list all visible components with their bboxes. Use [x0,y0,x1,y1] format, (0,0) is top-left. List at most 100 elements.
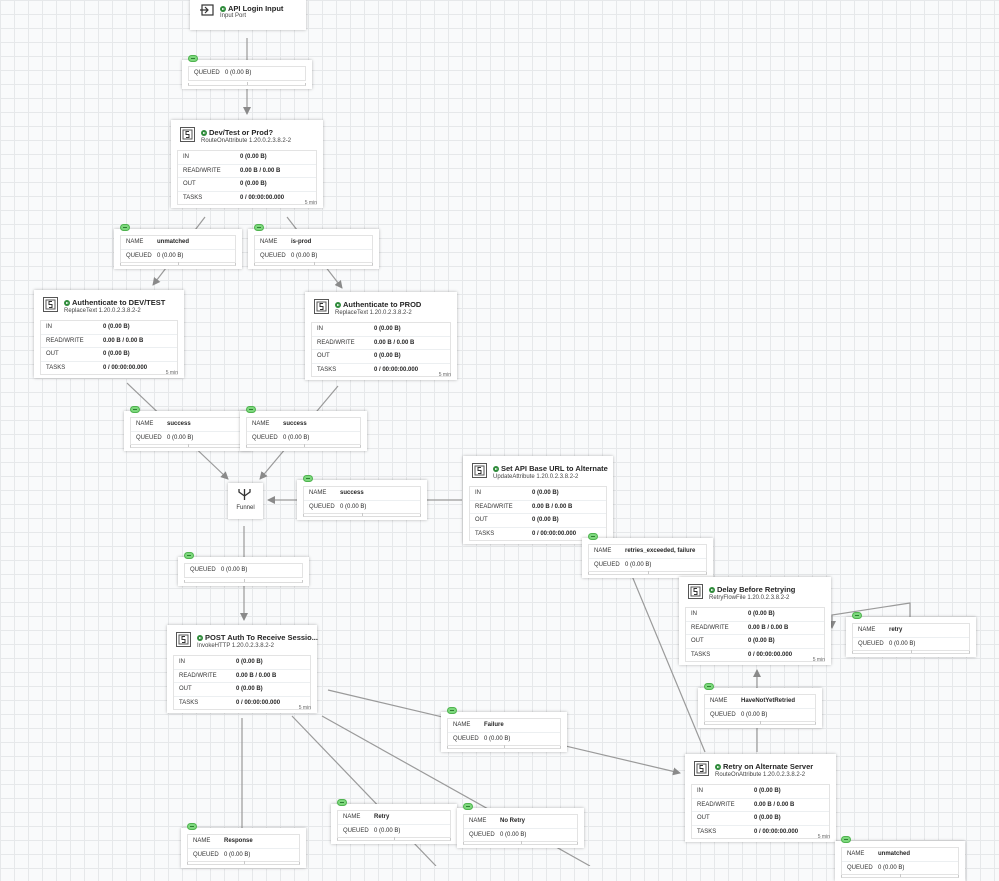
read-write-label: READ/WRITE [317,339,355,346]
queued-label: QUEUED [710,711,736,718]
name-label: NAME [453,722,471,728]
queued-value: 0 (0.00 B) [224,851,251,858]
queue-bar [588,571,707,575]
input-port-type: Input Port [220,13,247,19]
name-label: NAME [594,548,612,554]
queued-value: 0 (0.00 B) [878,864,905,871]
processor-authenticate-prod[interactable]: Authenticate to PROD ReplaceText 1.20.0.… [305,292,457,380]
connection-name: Failure [484,722,504,728]
processor-title: Delay Before Retrying [709,585,795,594]
processor-dev-test-or-prod[interactable]: Dev/Test or Prod? RouteOnAttribute 1.20.… [171,120,323,208]
funnel-icon [238,489,251,500]
out-value: 0 (0.00 B) [754,815,781,821]
processor-title: POST Auth To Receive Sessio... [197,633,318,642]
funnel[interactable]: Funnel [228,483,263,519]
tasks-label: TASKS [179,699,199,706]
queued-value: 0 (0.00 B) [167,434,194,441]
queue-bar [704,721,816,725]
connection-badge [303,475,313,482]
out-label: OUT [183,181,196,187]
read-write-label: READ/WRITE [691,624,729,631]
tasks-value: 0 / 00:00:00.000 [532,530,577,537]
out-value: 0 (0.00 B) [236,686,263,692]
queued-value: 0 (0.00 B) [340,503,367,510]
queued-label: QUEUED [193,851,219,858]
stats-window: 5 min [298,705,311,711]
processor-icon [43,297,58,312]
processor-icon [314,299,329,314]
read-write-label: READ/WRITE [179,672,217,679]
processor-post-auth[interactable]: POST Auth To Receive Sessio... InvokeHTT… [167,625,318,713]
queue-bar [246,444,361,448]
connection-name: success [167,421,191,427]
running-icon [493,466,499,472]
input-port-icon [200,4,214,16]
stats-window: 5 min [304,200,317,206]
processor-authenticate-dev-test[interactable]: Authenticate to DEV/TEST ReplaceText 1.2… [34,290,184,378]
processor-title: Dev/Test or Prod? [201,128,273,137]
queued-value: 0 (0.00 B) [500,831,527,838]
processor-type: InvokeHTTP 1.20.0.2.3.8.2-2 [197,643,274,649]
name-label: NAME [193,838,211,844]
connection-badge [130,406,140,413]
queue-bar [130,444,246,448]
connection-badge [704,683,714,690]
queued-value: 0 (0.00 B) [283,434,310,441]
out-value: 0 (0.00 B) [532,517,559,523]
connection-success-dev[interactable]: NAME success QUEUED 0 (0.00 B) [124,406,252,451]
tasks-value: 0 / 00:00:00.000 [103,364,148,371]
read-write-value: 0.00 B / 0.00 B [754,801,795,808]
queued-value: 0 (0.00 B) [889,640,916,647]
processor-set-api-base-url[interactable]: Set API Base URL to Alternate UpdateAttr… [463,456,613,544]
queue-bar [852,650,970,654]
processor-icon [472,463,487,478]
queued-value: 0 (0.00 B) [291,252,318,259]
processor-type: RouteOnAttribute 1.20.0.2.3.8.2-2 [715,772,806,778]
connection-badge [337,799,347,806]
tasks-value: 0 / 00:00:00.000 [754,828,799,835]
processor-retry-on-alternate-server[interactable]: Retry on Alternate Server RouteOnAttribu… [685,754,836,842]
processor-type: ReplaceText 1.20.0.2.3.8.2-2 [64,308,141,314]
funnel-label: Funnel [236,505,255,511]
processor-title: Authenticate to DEV/TEST [64,298,165,307]
read-write-value: 0.00 B / 0.00 B [374,339,415,346]
name-label: NAME [136,421,154,427]
queue-bar [120,262,236,266]
tasks-label: TASKS [697,828,717,835]
queue-bar [187,861,300,865]
connection-badge [188,55,198,62]
in-label: IN [179,659,185,665]
input-port-title: API Login Input [220,4,283,13]
processor-icon [176,632,191,647]
name-label: NAME [469,818,487,824]
queued-label: QUEUED [469,831,495,838]
in-label: IN [317,326,323,332]
processor-delay-before-retrying[interactable]: Delay Before Retrying RetryFlowFile 1.20… [679,577,831,665]
input-port-api-login[interactable]: API Login Input Input Port [190,0,306,30]
stats-window: 5 min [812,657,825,663]
tasks-label: TASKS [691,651,711,658]
out-label: OUT [317,353,330,359]
queue-bar [188,82,306,86]
stats-window: 5 min [817,834,830,840]
running-icon [335,302,341,308]
read-write-label: READ/WRITE [46,337,84,344]
queued-label: QUEUED [136,434,162,441]
out-value: 0 (0.00 B) [748,638,775,644]
processor-icon [180,127,195,142]
stats-window: 5 min [438,372,451,378]
